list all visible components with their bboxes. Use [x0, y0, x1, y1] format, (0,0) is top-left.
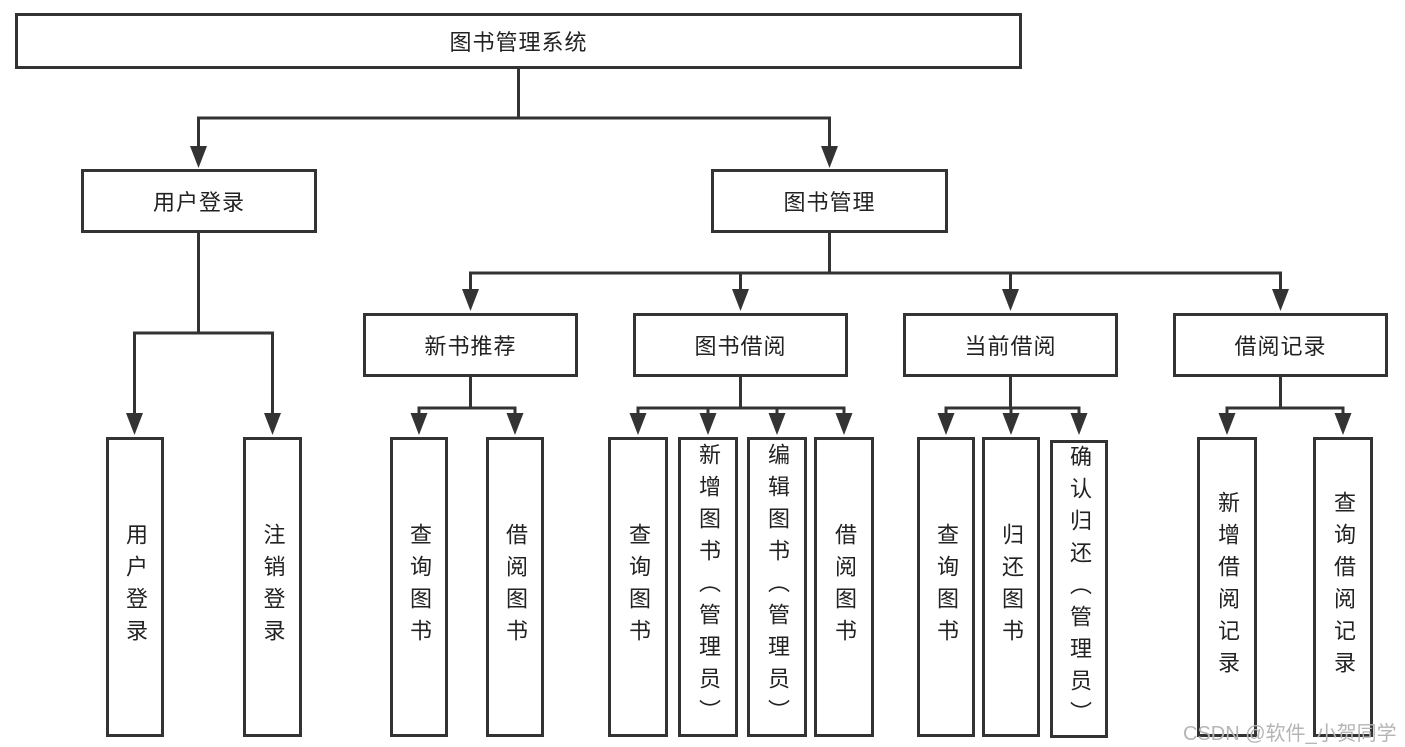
node-borrow-records: 借阅记录: [1173, 313, 1388, 377]
node-book-borrow: 图书借阅: [633, 313, 848, 377]
connector-book-mgmt-to-level3: [462, 231, 1289, 311]
connector-user-login-to-leaves: [126, 231, 281, 435]
connector-new-book-to-leaves: [410, 375, 524, 435]
leaf-bb-borrow-books: 借阅图书: [814, 437, 874, 737]
leaf-bb-add-books-admin: 新增图书（管理员）: [678, 437, 738, 737]
node-root: 图书管理系统: [15, 13, 1022, 69]
leaf-bb-edit-books-admin: 编辑图书（管理员）: [747, 437, 807, 737]
connector-root-to-level2: [190, 67, 838, 168]
connector-borrow-to-leaves: [629, 375, 853, 435]
leaf-cb-return-books: 归还图书: [982, 437, 1040, 737]
leaf-br-add-borrow-record: 新增借阅记录: [1197, 437, 1257, 737]
node-current-borrow: 当前借阅: [903, 313, 1118, 377]
watermark: CSDN @软件_小贺同学: [1183, 723, 1397, 745]
leaf-bb-query-books: 查询图书: [608, 437, 668, 737]
node-book-mgmt: 图书管理: [711, 169, 948, 233]
leaf-cb-confirm-return-admin: 确认归还（管理员）: [1050, 440, 1108, 738]
connector-records-to-leaves: [1218, 375, 1352, 435]
connector-current-to-leaves: [937, 375, 1088, 435]
leaf-nb-borrow-books: 借阅图书: [486, 437, 544, 737]
leaf-nb-query-books: 查询图书: [390, 437, 448, 737]
leaf-cb-query-books: 查询图书: [917, 437, 975, 737]
node-new-book-rec: 新书推荐: [363, 313, 578, 377]
leaf-user-login: 用户登录: [106, 437, 164, 737]
leaf-logout: 注销登录: [243, 437, 302, 737]
node-user-login: 用户登录: [81, 169, 317, 233]
leaf-br-query-borrow-record: 查询借阅记录: [1313, 437, 1373, 737]
